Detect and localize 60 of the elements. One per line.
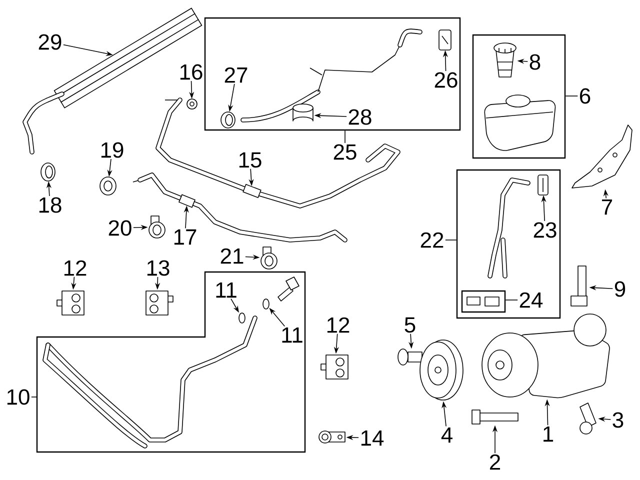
callout-number: 27: [224, 67, 248, 83]
bolt-drawing: [398, 348, 422, 366]
callout-number: 25: [334, 144, 356, 160]
bracket-drawing: [572, 124, 632, 188]
callout-number: 23: [534, 222, 556, 238]
callout-number: 8: [530, 54, 540, 70]
callout-number: 16: [180, 64, 202, 80]
callout-number: 26: [434, 72, 458, 88]
callout-number: 7: [602, 199, 612, 215]
callout-number: 24: [520, 292, 543, 308]
clamp-drawing: [40, 162, 56, 182]
clamp-drawing: [220, 112, 236, 128]
clamp-drawing: [148, 216, 166, 238]
clip-drawing: [538, 174, 548, 196]
bushing-drawing: [100, 176, 116, 196]
bracket-drawing: [320, 354, 348, 380]
group-frame: [204, 17, 461, 131]
callout-number: 6: [580, 88, 590, 104]
o-ring: [238, 312, 246, 324]
callout-number: 12: [64, 260, 86, 276]
callout-number: 20: [108, 220, 132, 236]
callout-number: 28: [348, 109, 372, 125]
callout-number: 2: [490, 454, 500, 470]
callout-number: 21: [220, 248, 244, 264]
washer-drawing: [186, 98, 198, 110]
callout-number: 13: [147, 260, 170, 276]
pump-drawing: [482, 314, 610, 398]
clamp-drawing: [260, 246, 278, 270]
callout-number: 12: [327, 317, 350, 333]
cap-drawing: [494, 42, 516, 78]
callout-number: 14: [361, 430, 384, 446]
callout-number: 11: [216, 282, 236, 298]
callout-number: 3: [612, 412, 624, 428]
callout-number: 5: [404, 317, 416, 333]
bolt-drawing: [472, 410, 518, 424]
callout-number: 10: [7, 389, 30, 405]
callout-number: 18: [39, 197, 62, 213]
leader-line: [31, 396, 38, 398]
callout-number: 9: [614, 281, 626, 297]
bracket-drawing: [56, 290, 84, 316]
group-frame: [461, 290, 506, 313]
o-ring: [262, 298, 270, 310]
clip-drawing: [438, 30, 452, 50]
bracket-drawing: [146, 290, 174, 316]
group-frame: [472, 34, 566, 159]
callout-number: 22: [420, 232, 444, 248]
callout-number: 29: [38, 34, 62, 50]
callout-number: 4: [441, 427, 452, 443]
callout-number: 17: [174, 229, 196, 245]
sensor-drawing: [570, 266, 588, 306]
callout-number: 11: [282, 327, 302, 343]
cylinder-drawing: [292, 104, 314, 122]
pulley-drawing: [420, 340, 464, 400]
group-frame: [456, 169, 561, 319]
leader-line: [344, 130, 346, 144]
clamp-drawing: [318, 430, 346, 444]
callout-number: 19: [101, 142, 124, 158]
callout-number: 15: [239, 152, 262, 168]
bolt-drawing: [580, 402, 596, 434]
callout-number: 1: [544, 426, 554, 442]
